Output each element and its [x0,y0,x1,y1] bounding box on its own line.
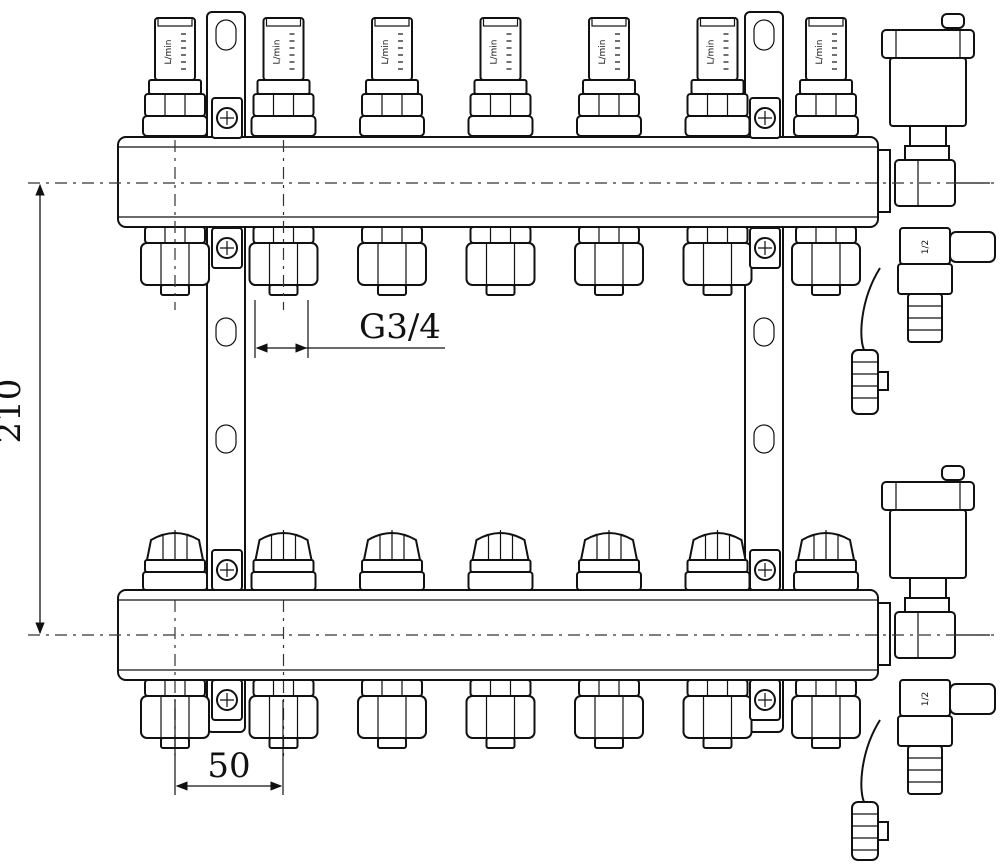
flowmeter: L/min [684,17,751,137]
flowmeter-unit-label: L/min [381,39,391,64]
height-dimension: 210 [0,183,45,635]
return-fitting [357,679,427,749]
flowmeter: L/min [359,17,425,137]
air-vent-bottom [881,465,990,659]
flowmeter: L/min [793,17,859,137]
flowmeter-unit-label: L/min [598,39,608,64]
height-dimension-label: 210 [0,379,29,444]
outlet-centerlines [174,140,285,760]
air-vent-top [881,13,990,207]
flowmeter: L/min [576,17,642,137]
spacing-dimension-label: 50 [207,746,250,786]
return-fitting [791,679,861,749]
supply-fitting [140,226,210,296]
thread-dimension: G3/4 [254,300,445,358]
valve-cap [576,530,642,591]
supply-fitting [682,226,753,296]
flowmeter-unit-label: L/min [490,39,500,64]
flowmeter: L/min [467,17,534,137]
valve-cap [684,530,751,591]
drain-valve-size-bottom: 1/2 [921,692,931,706]
flowmeter: L/min [142,17,208,137]
drain-valve-bottom: 1/2 [851,679,996,861]
valve-cap [359,530,425,591]
supply-fitting [465,226,536,296]
valve-cap [467,530,534,591]
flowmeter-unit-label: L/min [164,39,174,64]
supply-fitting [791,226,861,296]
return-fitting-group [140,679,861,749]
valve-cap [793,530,859,591]
flowmeter-group: L/min L/min L/min L/min L/min L/min L/min [142,17,859,137]
flowmeter-unit-label: L/min [707,39,717,64]
supply-fitting [574,226,644,296]
flowmeter: L/min [250,17,317,137]
valve-cap [250,530,317,591]
valve-cap [142,530,208,591]
return-fitting [682,679,753,749]
supply-manifold [117,136,891,228]
valve-cap-group [142,530,859,591]
thread-dimension-label: G3/4 [359,307,441,347]
drain-valve-top: 1/2 [851,227,996,415]
bracket-clamps [211,97,781,721]
drain-valve-size-top: 1/2 [921,240,931,254]
flowmeter-unit-label: L/min [273,39,283,64]
supply-fitting [357,226,427,296]
return-fitting [465,679,536,749]
return-manifold [117,589,891,681]
return-fitting [574,679,644,749]
flowmeter-unit-label: L/min [815,39,825,64]
spacing-dimension: 50 [174,700,284,795]
